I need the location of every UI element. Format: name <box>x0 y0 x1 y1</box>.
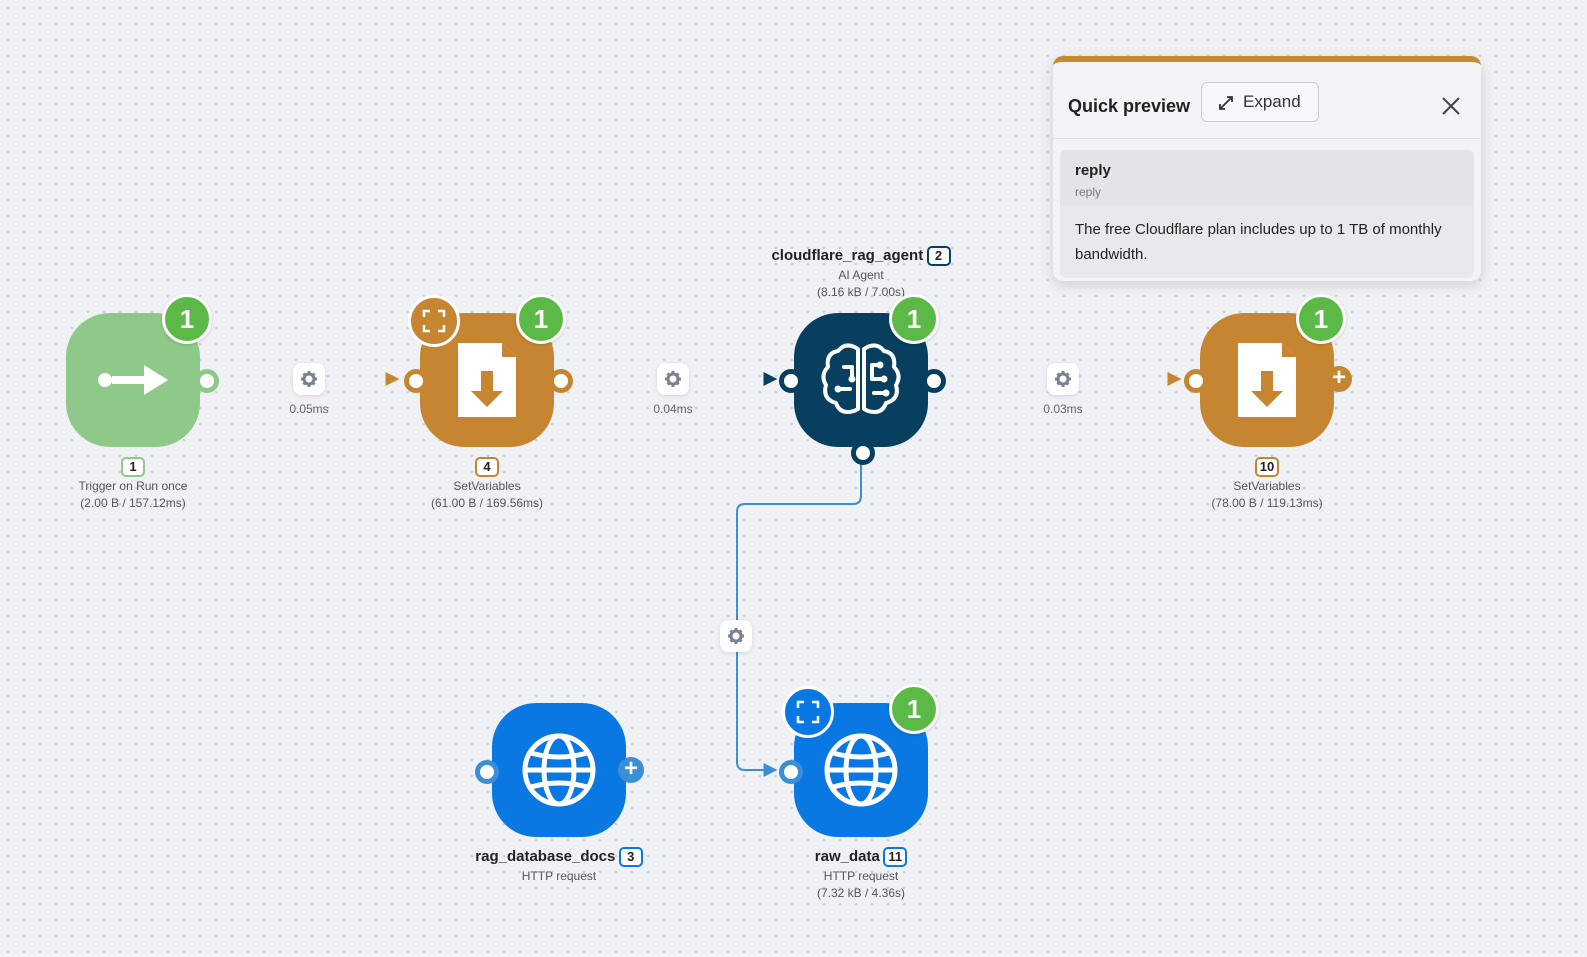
input-port[interactable] <box>779 760 803 784</box>
output-port[interactable] <box>195 369 219 393</box>
globe-icon <box>824 733 898 807</box>
node-type: AI Agent <box>838 268 884 282</box>
tool-port[interactable] <box>851 441 875 465</box>
node-number: 11 <box>883 847 908 867</box>
node-stats: (61.00 B / 169.56ms) <box>430 496 544 510</box>
run-count-badge: 1 <box>162 294 212 344</box>
add-node-plus-icon[interactable]: + <box>1326 366 1352 392</box>
globe-icon <box>522 733 596 807</box>
input-port[interactable] <box>779 369 803 393</box>
node-number: 10 <box>1254 457 1280 477</box>
node-title: raw_data <box>814 848 880 865</box>
node-rag-database-docs[interactable] <box>492 703 626 837</box>
node-ai-agent[interactable] <box>794 313 928 447</box>
node-agent-label: cloudflare_rag_agent 2 AI Agent (8.16 kB… <box>731 245 991 301</box>
gear-icon <box>301 371 317 387</box>
run-count-badge: 1 <box>889 684 939 734</box>
expand-badge[interactable] <box>782 686 834 738</box>
expand-button[interactable]: Expand <box>1201 82 1319 122</box>
close-icon[interactable] <box>1441 96 1461 116</box>
node-rag-database-docs-label: rag_database_docs 3 HTTP request <box>429 846 689 885</box>
input-port[interactable] <box>1184 369 1208 393</box>
node-setvariables-10-label: 10 SetVariables (78.00 B / 119.13ms) <box>1137 456 1397 512</box>
brain-icon <box>821 343 901 414</box>
input-port[interactable] <box>404 369 428 393</box>
edge-settings-gear-1[interactable] <box>293 363 325 395</box>
node-type: SetVariables <box>1233 479 1301 493</box>
quick-preview-title: Quick preview <box>1068 96 1191 116</box>
output-port[interactable] <box>922 369 946 393</box>
node-trigger[interactable] <box>66 313 200 447</box>
node-stats: (78.00 B / 119.13ms) <box>1211 496 1323 510</box>
node-title: cloudflare_rag_agent <box>771 247 924 264</box>
quick-preview-panel: Quick preview Expand reply reply <box>1053 56 1481 281</box>
fullscreen-icon <box>422 309 446 333</box>
node-trigger-label: 1 Trigger on Run once (2.00 B / 157.12ms… <box>3 456 263 512</box>
edge-settings-gear-4[interactable] <box>720 620 752 652</box>
edge-settings-gear-2[interactable] <box>657 363 689 395</box>
add-node-plus-icon[interactable]: + <box>618 757 644 783</box>
node-number: 2 <box>926 246 951 266</box>
node-number: 1 <box>121 457 145 477</box>
output-port[interactable] <box>549 369 573 393</box>
file-download-icon <box>458 343 516 417</box>
reply-field-path: reply <box>1075 185 1102 199</box>
file-download-icon <box>1238 343 1296 417</box>
edge-time-3: 0.03ms <box>1043 402 1083 416</box>
gear-icon <box>1055 371 1071 387</box>
node-stats: (2.00 B / 157.12ms) <box>80 496 186 510</box>
edge-settings-gear-3[interactable] <box>1047 363 1079 395</box>
node-type: HTTP request <box>823 869 899 883</box>
expand-label: Expand <box>1243 92 1301 111</box>
arrow-right-icon <box>98 365 168 395</box>
node-number: 4 <box>475 457 499 477</box>
edge-time-2: 0.04ms <box>653 402 693 416</box>
reply-field-value: The free Cloudflare plan includes up to … <box>1075 221 1442 263</box>
reply-field-header: reply reply <box>1060 150 1474 206</box>
run-count-badge: 1 <box>516 294 566 344</box>
input-port[interactable] <box>475 760 499 784</box>
node-type: Trigger on Run once <box>78 479 188 493</box>
expand-badge[interactable] <box>408 295 460 347</box>
run-count-badge: 1 <box>889 294 939 344</box>
fullscreen-icon <box>796 700 820 724</box>
node-raw-data-label: raw_data 11 HTTP request (7.32 kB / 4.36… <box>731 846 991 902</box>
node-type: HTTP request <box>521 869 597 883</box>
node-setvariables-4-label: 4 SetVariables (61.00 B / 169.56ms) <box>357 456 617 512</box>
edge-time-1: 0.05ms <box>289 402 329 416</box>
run-count-badge: 1 <box>1296 294 1346 344</box>
edge-agent-rawdata[interactable] <box>736 460 862 777</box>
node-stats: (7.32 kB / 4.36s) <box>816 886 906 900</box>
node-type: SetVariables <box>453 479 521 493</box>
node-number: 3 <box>618 847 643 867</box>
quick-preview-header: Quick preview Expand <box>1053 62 1481 139</box>
gear-icon <box>665 371 681 387</box>
node-title: rag_database_docs <box>475 848 616 865</box>
reply-field-name: reply <box>1075 162 1111 179</box>
expand-arrows-icon <box>1219 96 1233 110</box>
gear-icon <box>728 628 744 644</box>
node-stats: (8.16 kB / 7.00s) <box>816 285 906 299</box>
reply-field: reply reply The free Cloudflare plan inc… <box>1060 150 1474 278</box>
